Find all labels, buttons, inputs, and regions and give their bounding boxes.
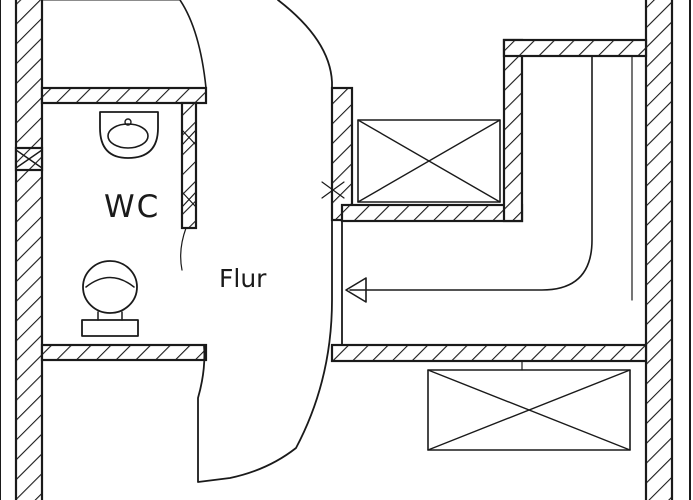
toilet-seat (85, 276, 135, 288)
left-exterior-wall (14, 0, 44, 500)
wc-room-label: WC (104, 189, 160, 225)
wc-sink (99, 111, 159, 159)
shaft-box-diagonal-2 (357, 119, 501, 203)
wc-walls (14, 86, 208, 362)
shaft-box-outline (357, 119, 501, 203)
wc-right-partition (180, 101, 198, 230)
hallway-room-label: Flur (219, 264, 267, 293)
sink-basin (107, 123, 149, 149)
lower-box-diagonal-2 (427, 369, 631, 451)
partition-cross-2 (181, 129, 197, 146)
toilet-bowl (82, 260, 138, 314)
partition-cross-4 (181, 191, 197, 208)
hallway-doors (179, 0, 333, 483)
shaft-left-pillar (330, 86, 354, 222)
lower-box-outline (427, 369, 631, 451)
stair-arrowhead (345, 277, 367, 303)
wc-window-line-2 (15, 149, 43, 169)
wc-toilet (81, 260, 139, 337)
right-exterior-wall (644, 0, 674, 500)
sink-tap (124, 118, 132, 126)
stair-arrow (345, 55, 633, 303)
door-swing-inner (180, 227, 187, 271)
sink-outline (99, 111, 159, 159)
shaft-top-wall (502, 38, 648, 58)
wc-top-wall (40, 86, 208, 105)
shaft-bottom-wall (340, 203, 524, 223)
lower-box (427, 360, 631, 451)
door-swing-main (197, 0, 333, 483)
lower-room-top-wall (330, 343, 648, 363)
shaft-walls (330, 38, 648, 363)
shaft-box (321, 119, 501, 203)
wc-bottom-wall (40, 343, 208, 362)
toilet-cistern (81, 319, 139, 337)
shaft-box-tick-2 (321, 181, 345, 199)
door-swing-upper (179, 0, 207, 104)
stair-run-line (349, 55, 593, 291)
shaft-right-wall (502, 38, 524, 223)
